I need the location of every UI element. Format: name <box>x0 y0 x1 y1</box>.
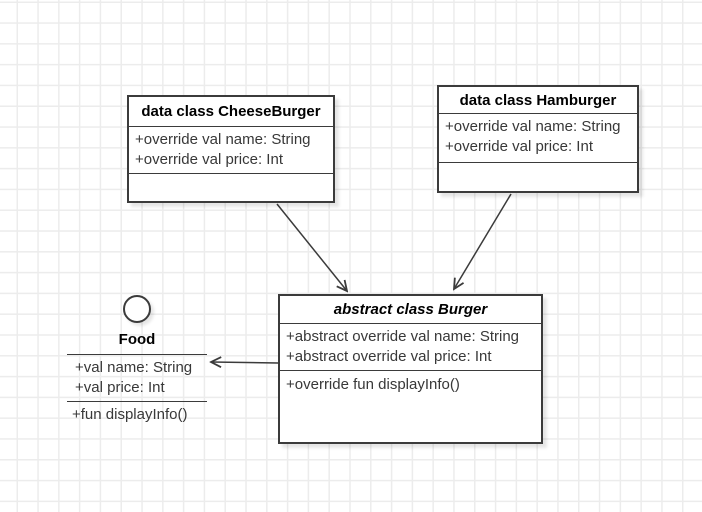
interface-method: +fun displayInfo() <box>72 406 188 423</box>
class-title: data class CheeseBurger <box>129 97 333 127</box>
interface-node-food[interactable]: Food +val name: String +val price: Int +… <box>67 290 207 430</box>
interface-attribute: +val name: String <box>75 359 193 376</box>
class-title: data class Hamburger <box>439 87 637 114</box>
class-method: +override fun displayInfo() <box>286 376 460 393</box>
edge-cheeseburger-to-burger[interactable] <box>276 203 347 291</box>
class-title: abstract class Burger <box>280 296 541 324</box>
class-methods-empty <box>439 163 637 191</box>
interface-circle-icon <box>123 295 151 323</box>
interface-separator <box>67 401 207 402</box>
edge-burger-to-food[interactable] <box>211 362 279 363</box>
edge-hamburger-to-burger[interactable] <box>454 193 512 289</box>
class-attribute: +abstract override val name: String <box>286 328 520 345</box>
class-attributes: +abstract override val name: String +abs… <box>280 324 541 371</box>
interface-separator <box>67 354 207 355</box>
class-attributes: +override val name: String +override val… <box>129 127 333 174</box>
class-attribute: +abstract override val price: Int <box>286 348 492 365</box>
class-methods: +override fun displayInfo() <box>280 371 541 442</box>
interface-title: Food <box>118 331 156 348</box>
class-node-cheeseburger[interactable]: data class CheeseBurger +override val na… <box>127 95 335 203</box>
class-attribute: +override val name: String <box>445 118 621 135</box>
class-methods-empty <box>129 174 333 201</box>
class-attribute: +override val price: Int <box>135 151 283 168</box>
class-attribute: +override val name: String <box>135 131 311 148</box>
class-node-hamburger[interactable]: data class Hamburger +override val name:… <box>437 85 639 193</box>
class-attribute: +override val price: Int <box>445 138 593 155</box>
interface-attribute: +val price: Int <box>75 379 165 396</box>
class-attributes: +override val name: String +override val… <box>439 114 637 163</box>
class-node-burger[interactable]: abstract class Burger +abstract override… <box>278 294 543 444</box>
